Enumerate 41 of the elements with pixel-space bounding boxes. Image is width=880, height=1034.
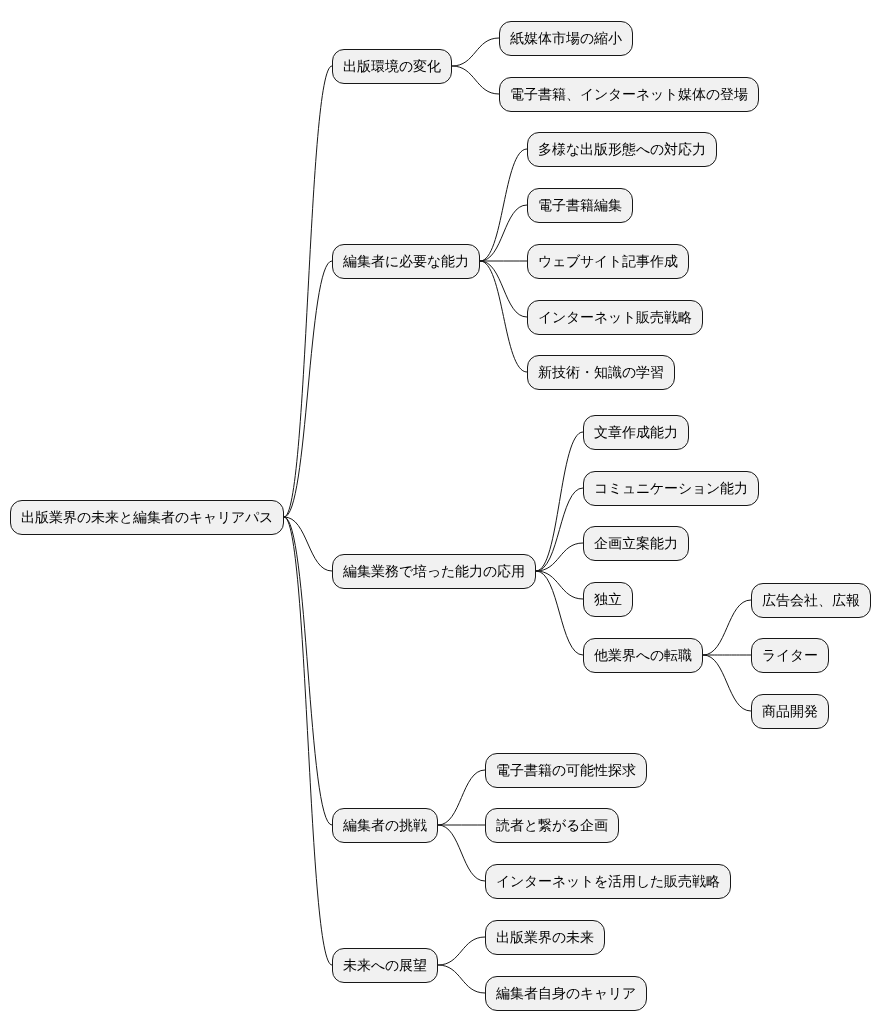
connector-line xyxy=(283,65,333,518)
topic-box: 編集業務で培った能力の応用 xyxy=(332,553,536,589)
topic-box: 出版環境の変化 xyxy=(332,48,452,84)
topic-box: インターネットを活用した販売戦略 xyxy=(485,863,731,899)
topic-box: 編集者自身のキャリア xyxy=(485,975,647,1011)
topic-box: 文章作成能力 xyxy=(583,414,689,450)
topic-box: 他業界への転職 xyxy=(583,637,703,673)
connector-line xyxy=(702,654,752,712)
connector-line xyxy=(451,37,500,67)
topic-box: 読者と繋がる企画 xyxy=(485,807,619,843)
connector-line xyxy=(535,570,584,600)
topic-box: インターネット販売戦略 xyxy=(527,299,703,335)
topic-box: 商品開発 xyxy=(751,693,829,729)
topic-box: ウェブサイト記事作成 xyxy=(527,243,689,279)
topic-box: 電子書籍編集 xyxy=(527,187,633,223)
topic-box: 紙媒体市場の縮小 xyxy=(499,20,633,56)
topic-box: 電子書籍、インターネット媒体の登場 xyxy=(499,76,759,112)
topic-box: 編集者の挑戦 xyxy=(332,807,438,843)
connector-line xyxy=(451,65,500,95)
topic-box: コミュニケーション能力 xyxy=(583,470,759,506)
connector-line xyxy=(437,936,486,966)
root-topic-box: 出版業界の未来と編集者のキャリアパス xyxy=(10,499,284,535)
connector-line xyxy=(437,824,486,882)
topic-box: 編集者に必要な能力 xyxy=(332,243,480,279)
connector-line xyxy=(535,570,584,656)
connector-line xyxy=(479,260,528,373)
topic-box: 企画立案能力 xyxy=(583,525,689,561)
connector-line xyxy=(437,964,486,994)
topic-box: 未来への展望 xyxy=(332,947,438,983)
connector-line xyxy=(437,824,486,826)
topic-box: 独立 xyxy=(583,581,633,617)
topic-box: 広告会社、広報 xyxy=(751,582,871,618)
connector-line xyxy=(283,516,333,572)
connector-line xyxy=(283,516,333,966)
topic-box: 多様な出版形態への対応力 xyxy=(527,131,717,167)
topic-box: ライター xyxy=(751,637,829,673)
topic-box: 出版業界の未来 xyxy=(485,919,605,955)
topic-box: 新技術・知識の学習 xyxy=(527,354,675,390)
connector-line xyxy=(283,260,333,518)
topic-box: 電子書籍の可能性探求 xyxy=(485,752,647,788)
connector-line xyxy=(702,654,752,656)
